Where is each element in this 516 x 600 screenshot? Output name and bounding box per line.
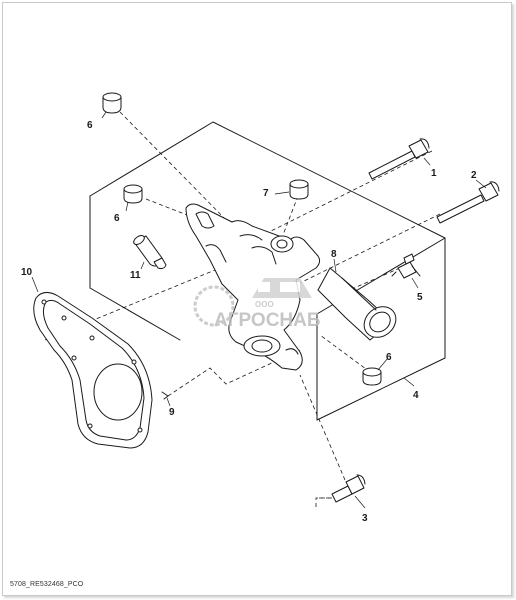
watermark-logo: ООО АГРОСНАБ [193, 278, 321, 331]
part-6-bushing-right [362, 367, 382, 386]
figure-id-code: 5708_RE532468_PCO [10, 581, 84, 588]
part-6-bushing-middle [123, 184, 143, 204]
callout-7: 7 [263, 188, 269, 199]
part-8-pipe [317, 267, 397, 341]
assembly-box-outline [89, 121, 446, 421]
callout-6-right: 6 [386, 352, 392, 363]
callout-leaders [31, 111, 487, 509]
part-11-fitting [133, 235, 167, 270]
part-9-pin [161, 391, 169, 400]
dashed-leaders [44, 111, 441, 510]
part-3-bolt [331, 474, 366, 503]
part-4-pump-housing [185, 203, 321, 371]
callout-11: 11 [130, 270, 141, 281]
callout-1: 1 [431, 168, 437, 179]
watermark-text: АГРОСНАБ [214, 310, 321, 331]
callout-5: 5 [417, 292, 423, 303]
callout-2: 2 [471, 170, 477, 181]
part-6-bushing-top [102, 92, 122, 114]
callout-4: 4 [413, 390, 419, 401]
part-2-bolt [436, 181, 500, 224]
watermark-prefix: ООО [255, 300, 274, 309]
callout-6-top: 6 [87, 120, 93, 131]
part-10-gasket [33, 292, 153, 449]
callout-10: 10 [21, 267, 33, 278]
callout-9: 9 [169, 407, 175, 418]
callout-3: 3 [362, 513, 368, 524]
callout-8: 8 [331, 249, 337, 260]
callout-labels: 1 2 3 4 5 6 6 6 7 8 9 10 11 [21, 120, 477, 524]
part-1-bolt [368, 138, 430, 180]
callout-6-middle: 6 [114, 213, 120, 224]
part-7-sleeve [289, 179, 309, 200]
part-5-sensor [391, 253, 421, 279]
